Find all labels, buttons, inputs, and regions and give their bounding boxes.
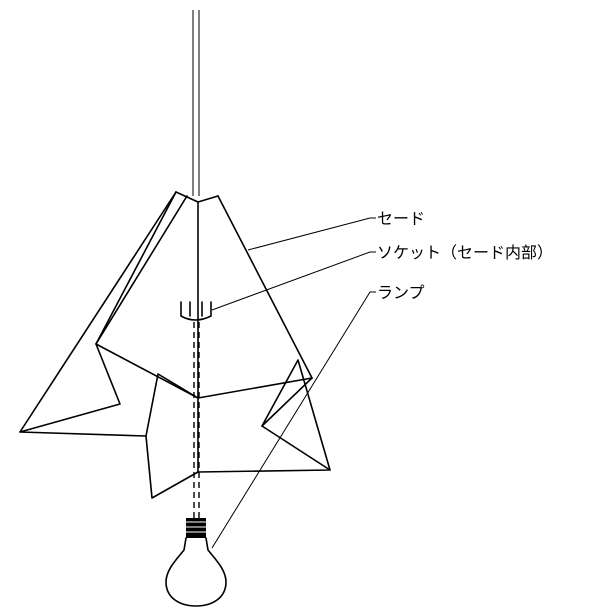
shade-leader-line	[247, 217, 376, 251]
callout-leaders	[211, 217, 376, 549]
socket-label: ソケット（セード内部）	[377, 243, 553, 262]
lamp-leader-line	[211, 291, 376, 549]
socket	[180, 301, 212, 321]
socket-leader-line	[211, 251, 376, 311]
light-bulb	[165, 518, 227, 607]
lamp-cord-dashed	[193, 322, 200, 518]
star-shade	[19, 191, 331, 499]
lamp-label: ランプ	[377, 283, 425, 302]
shade-label: セード	[377, 209, 425, 228]
hanging-cord	[192, 10, 200, 196]
